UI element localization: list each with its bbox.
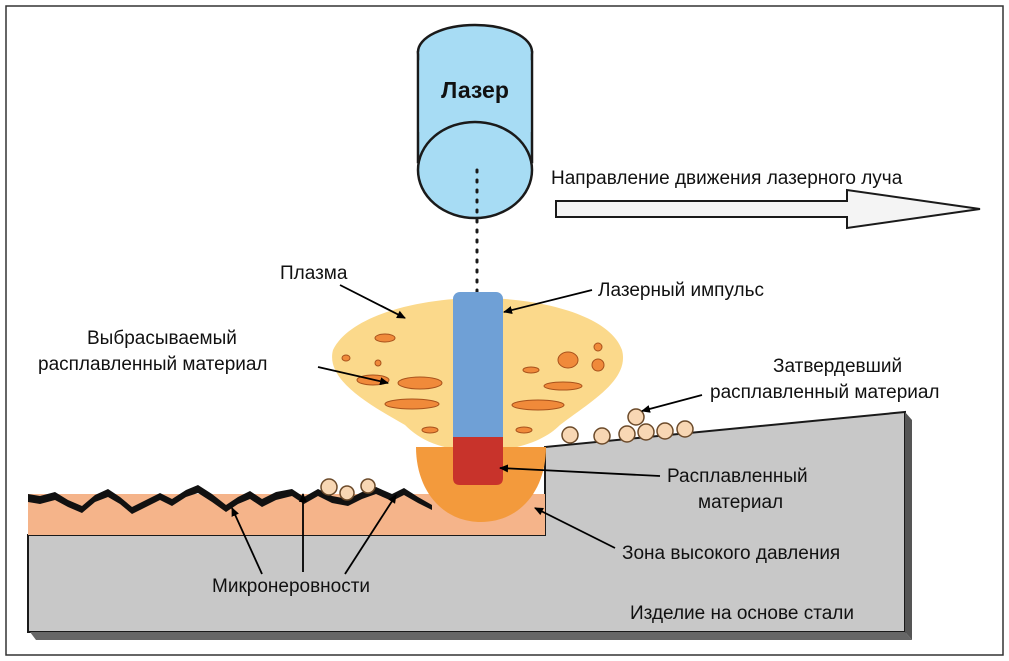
surface-particles [320, 478, 376, 501]
melted-label-line2: материал [698, 492, 783, 513]
laser-label: Лазер [441, 77, 509, 103]
molten-core [453, 437, 503, 485]
direction-label: Направление движения лазерного луча [551, 168, 903, 189]
roughness-leader-1 [231, 507, 263, 575]
heat-affected-layer [28, 494, 545, 535]
laser-pulse-leader [503, 289, 593, 314]
ejected-label-line1: Выбрасываемый [87, 328, 237, 349]
leader-arrows [231, 284, 703, 575]
ejected-leader [317, 366, 389, 386]
roughness-leader-3 [344, 494, 397, 575]
laser-beam [453, 292, 503, 457]
plasma-label: Плазма [280, 263, 348, 284]
workpiece-shadow [30, 632, 912, 640]
workpiece-label: Изделие на основе стали [630, 603, 854, 624]
solidified-particles [561, 408, 694, 445]
rough-surface [28, 485, 432, 514]
ejected-label-line2: расплавленный материал [38, 354, 268, 375]
solidified-label-line1: Затвердевший [773, 356, 902, 377]
plasma-leader [339, 284, 406, 319]
melted-leader [499, 464, 661, 477]
micro-roughness-label: Микронеровности [212, 576, 370, 597]
frame-border [5, 5, 1004, 656]
laser-pulse-label: Лазерный импульс [598, 280, 764, 301]
solidified-leader [641, 394, 703, 413]
solidified-label-line2: расплавленный материал [710, 382, 940, 403]
laser-head [416, 23, 534, 220]
direction-arrow-icon [555, 188, 981, 230]
high-pressure-label: Зона высокого давления [622, 543, 840, 564]
melted-label-line1: Расплавленный [667, 466, 808, 487]
high-pressure-leader [534, 507, 616, 549]
workpiece-side [905, 412, 912, 640]
